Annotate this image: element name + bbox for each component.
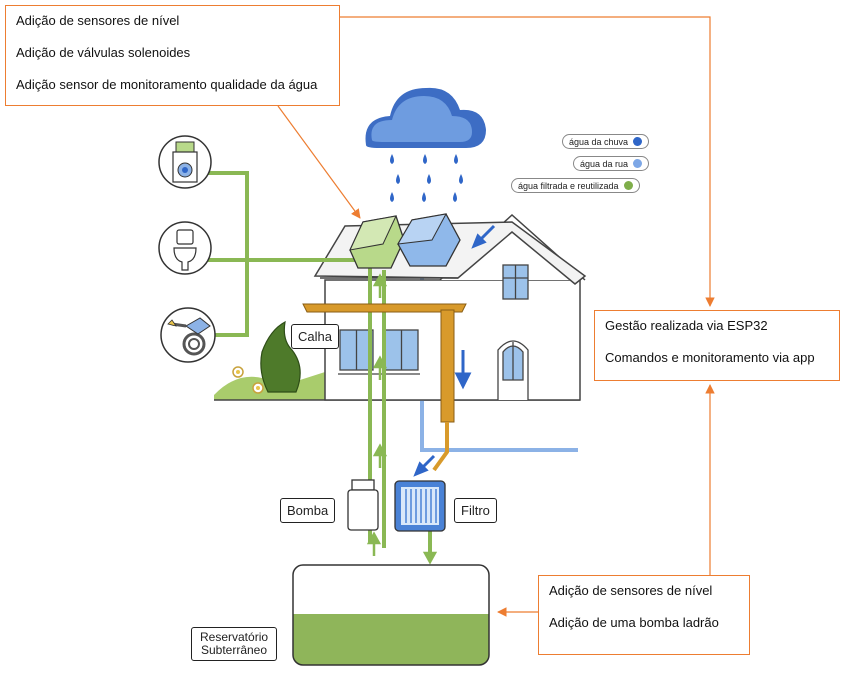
- connector-top-to-right: [340, 16, 715, 307]
- label-pump: Bomba: [280, 498, 336, 523]
- toilet-icon: [158, 221, 212, 275]
- underground-reservoir: [292, 564, 490, 666]
- label-filter: Filtro: [454, 498, 497, 523]
- legend-street-water: água da rua: [573, 156, 650, 171]
- note-line: Adição de uma bomba ladrão: [549, 615, 719, 630]
- rooftop-street-tank: [397, 213, 461, 267]
- pump-icon: [347, 479, 379, 531]
- legend-dot-icon: [633, 137, 643, 146]
- house-door: [497, 340, 529, 400]
- filter-icon: [394, 480, 446, 532]
- legend-label: água da rua: [580, 158, 629, 169]
- annotation-top-sensors: Adição de sensores de nível Adição de vá…: [5, 5, 340, 106]
- label-reservoir-line1: Reservatório: [200, 630, 269, 644]
- washing-machine-icon: [158, 135, 212, 189]
- legend-dot-icon: [623, 181, 633, 190]
- label-reservoir-line2: Subterrâneo: [200, 643, 268, 657]
- note-line: Adição de sensores de nível: [16, 13, 180, 28]
- annotation-esp32-management: Gestão realizada via ESP32 Comandos e mo…: [594, 310, 840, 381]
- garden-hose-icon: [160, 307, 216, 363]
- flow-arrows-rain: [413, 224, 496, 477]
- legend-dot-icon: [633, 159, 643, 168]
- rain-drops: [390, 154, 463, 202]
- label-gutter: Calha: [291, 324, 339, 349]
- connector-top-to-roof: [277, 105, 361, 219]
- annotation-reservoir-sensors: Adição de sensores de nível Adição de um…: [538, 575, 750, 655]
- note-line: Comandos e monitoramento via app: [605, 350, 815, 365]
- annotation-connectors: [277, 16, 715, 617]
- note-line: Adição sensor de monitoramento qualidade…: [16, 77, 318, 92]
- house-window-upper: [502, 264, 529, 300]
- label-reservoir: Reservatório Subterrâneo: [191, 627, 278, 661]
- flow-arrows-green: [366, 273, 438, 565]
- rain-cloud-icon: [365, 87, 486, 148]
- note-line: Gestão realizada via ESP32: [605, 318, 768, 333]
- note-line: Adição de sensores de nível: [549, 583, 713, 598]
- legend-rain-water: água da chuva: [562, 134, 650, 149]
- note-line: Adição de válvulas solenoides: [16, 45, 191, 60]
- flower-icon: [232, 366, 264, 394]
- legend-label: água filtrada e reutilizada: [518, 180, 619, 191]
- legend-label: água da chuva: [569, 136, 629, 147]
- legend-filtered-water: água filtrada e reutilizada: [511, 178, 640, 193]
- gutter: [302, 303, 467, 472]
- house-window-left: [338, 329, 420, 375]
- bush: [260, 320, 301, 393]
